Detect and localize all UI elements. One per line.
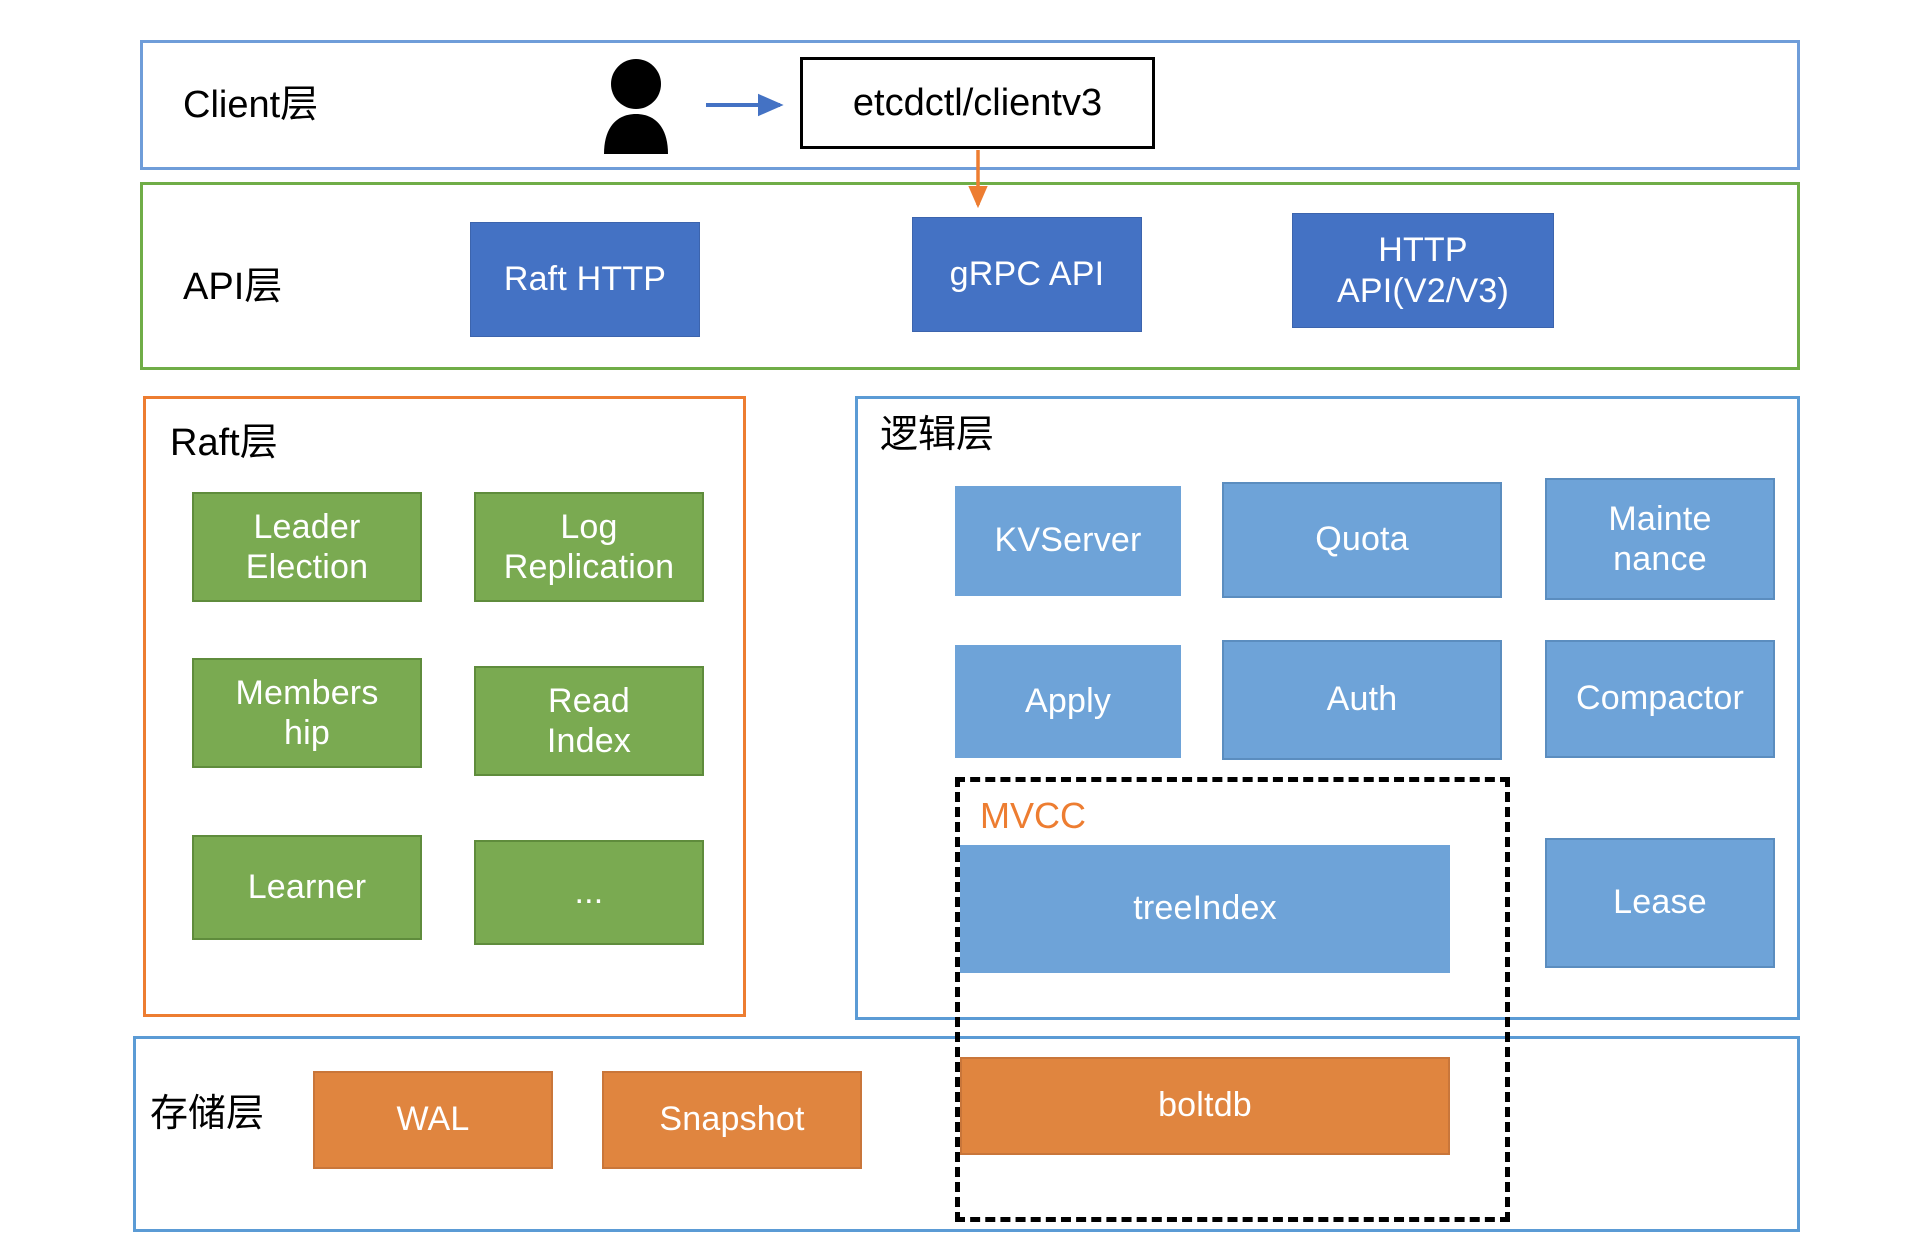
raft-node-membership-line1: Members — [235, 673, 379, 712]
raft-node-leader-election[interactable]: Leader Election — [192, 492, 422, 602]
logic-node-maintenance[interactable]: Mainte nance — [1545, 478, 1775, 600]
logic-node-treeindex[interactable]: treeIndex — [960, 845, 1450, 973]
etcdctl-client-box[interactable]: etcdctl/clientv3 — [800, 57, 1155, 149]
logic-node-kvserver[interactable]: KVServer — [955, 486, 1181, 596]
raft-node-ellipsis[interactable]: ... — [474, 840, 704, 945]
storage-node-boltdb[interactable]: boltdb — [960, 1057, 1450, 1155]
raft-node-membership[interactable]: Members hip — [192, 658, 422, 768]
api-node-raft-http[interactable]: Raft HTTP — [470, 222, 700, 337]
raft-node-log-replication[interactable]: Log Replication — [474, 492, 704, 602]
api-node-grpc-api[interactable]: gRPC API — [912, 217, 1142, 332]
api-node-http-api[interactable]: HTTP API(V2/V3) — [1292, 213, 1554, 328]
storage-node-wal[interactable]: WAL — [313, 1071, 553, 1169]
logic-node-auth[interactable]: Auth — [1222, 640, 1502, 760]
logic-layer-title: 逻辑层 — [880, 414, 995, 456]
logic-node-compactor[interactable]: Compactor — [1545, 640, 1775, 758]
logic-node-apply[interactable]: Apply — [955, 645, 1181, 758]
raft-layer-title: Raft层 — [170, 422, 278, 464]
raft-node-read-index[interactable]: Read Index — [474, 666, 704, 776]
logic-node-quota[interactable]: Quota — [1222, 482, 1502, 598]
logic-node-maintenance-line1: Mainte — [1608, 499, 1712, 538]
logic-node-maintenance-line2: nance — [1613, 540, 1707, 578]
raft-node-read-index-line1: Read — [547, 681, 631, 720]
client-layer-title: Client层 — [183, 84, 319, 126]
person-icon — [598, 58, 674, 154]
mvcc-label: MVCC — [980, 795, 1086, 836]
raft-node-leader-election-line2: Election — [245, 548, 369, 586]
raft-node-log-replication-line1: Log — [560, 507, 618, 546]
storage-layer-title: 存储层 — [150, 1093, 265, 1135]
api-node-http-api-line1: HTTP — [1378, 231, 1468, 270]
api-layer-title: API层 — [183, 266, 283, 308]
raft-node-log-replication-line2: Replication — [503, 548, 675, 586]
api-node-http-api-line2: API(V2/V3) — [1336, 271, 1510, 310]
raft-node-leader-election-line1: Leader — [253, 507, 361, 546]
storage-node-snapshot[interactable]: Snapshot — [602, 1071, 862, 1169]
raft-node-learner[interactable]: Learner — [192, 835, 422, 940]
logic-node-lease[interactable]: Lease — [1545, 838, 1775, 968]
raft-node-read-index-line2: Index — [546, 722, 632, 760]
raft-node-membership-line2: hip — [284, 714, 330, 752]
